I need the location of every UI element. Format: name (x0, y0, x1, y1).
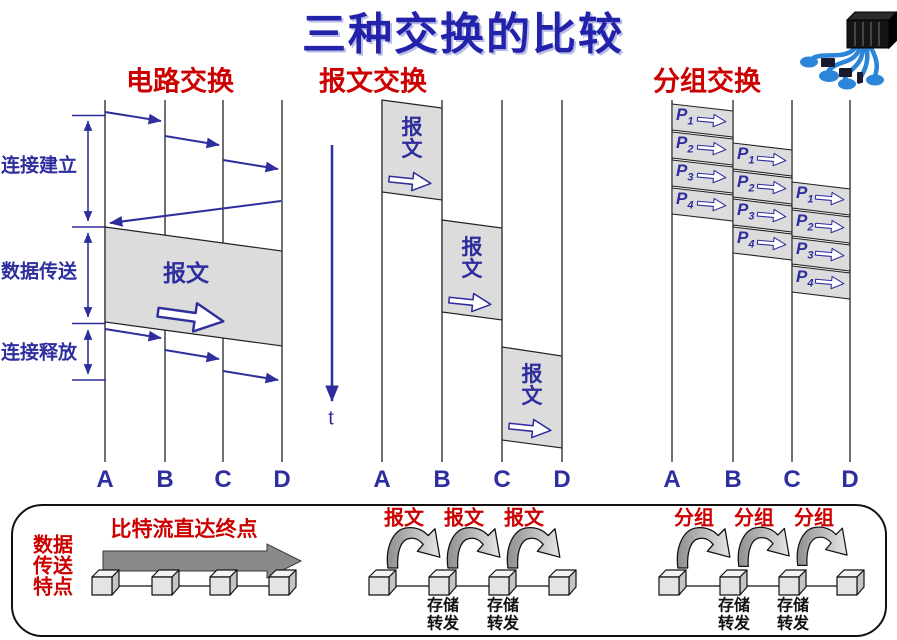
circuit-setup-arrows (104, 111, 282, 227)
circuit-node-a: A (96, 466, 114, 493)
packet-label-p2: P2 (737, 172, 755, 195)
packet-label-p4: P4 (737, 228, 755, 251)
circuit-switching-header: 电路交换 (126, 66, 234, 97)
packet-hop-label-3: 分组 (794, 507, 834, 530)
message-block-label-1: 报文 (401, 115, 423, 161)
hop-arrow-icons (386, 526, 848, 569)
packet-node-b: B (724, 466, 742, 493)
packet-label-p1: P1 (796, 183, 814, 206)
message-hop-label-1: 报文 (384, 507, 424, 530)
circuit-phase-ticks (72, 114, 106, 381)
packet-node-d: D (841, 466, 859, 493)
features-panel-border (11, 504, 887, 637)
message-node-b: B (433, 466, 451, 493)
circuit-release-arrows (104, 328, 279, 384)
packet-label-p2: P2 (796, 211, 814, 234)
packet-label-p1: P1 (737, 144, 755, 167)
packet-label-p1: P1 (676, 105, 694, 128)
packet-label-p3: P3 (796, 239, 814, 262)
packet-hop-label-1: 分组 (674, 507, 714, 530)
circuit-message-label: 报文 (163, 260, 209, 286)
packet-node-c: C (783, 466, 801, 493)
phase-label-data-transfer: 数据传送 (0, 261, 78, 283)
features-row-label: 数据 传送 特点 (33, 534, 73, 599)
message-switching-header: 报文交换 (319, 66, 427, 97)
message-hop-label-2: 报文 (444, 507, 484, 530)
packet-label-p4: P4 (796, 267, 814, 290)
store-forward-label: 存储 转发 (486, 597, 520, 632)
packet-label-p2: P2 (676, 133, 694, 156)
phase-label-release: 连接释放 (0, 342, 78, 364)
time-axis-label: t (328, 407, 334, 430)
bitstream-arrow (102, 543, 303, 579)
store-forward-label: 存储 转发 (717, 597, 751, 632)
message-blocks (381, 99, 563, 449)
circuit-feature-label: 比特流直达终点 (110, 518, 258, 541)
packet-label-p3: P3 (676, 161, 694, 184)
message-node-d: D (553, 466, 571, 493)
message-node-c: C (493, 466, 511, 493)
circuit-message-block (104, 226, 283, 347)
message-block-label-3: 报文 (521, 362, 543, 408)
network-icon (800, 11, 897, 90)
store-forward-label: 存储 转发 (426, 597, 460, 632)
message-node-a: A (373, 466, 391, 493)
message-hop-label-3: 报文 (504, 507, 544, 530)
circuit-node-d: D (273, 466, 291, 493)
packet-label-p4: P4 (676, 189, 694, 212)
packet-switching-header: 分组交换 (653, 66, 761, 97)
packet-label-p3: P3 (737, 200, 755, 223)
page-title: 三种交换的比较 (302, 10, 624, 59)
circuit-node-c: C (214, 466, 232, 493)
store-forward-label: 存储 转发 (776, 597, 810, 632)
packet-hop-label-2: 分组 (734, 507, 774, 530)
node-cube-icons (91, 569, 865, 596)
circuit-node-b: B (156, 466, 174, 493)
message-block-label-2: 报文 (461, 235, 483, 281)
packet-node-a: A (663, 466, 681, 493)
phase-label-setup: 连接建立 (0, 155, 78, 177)
